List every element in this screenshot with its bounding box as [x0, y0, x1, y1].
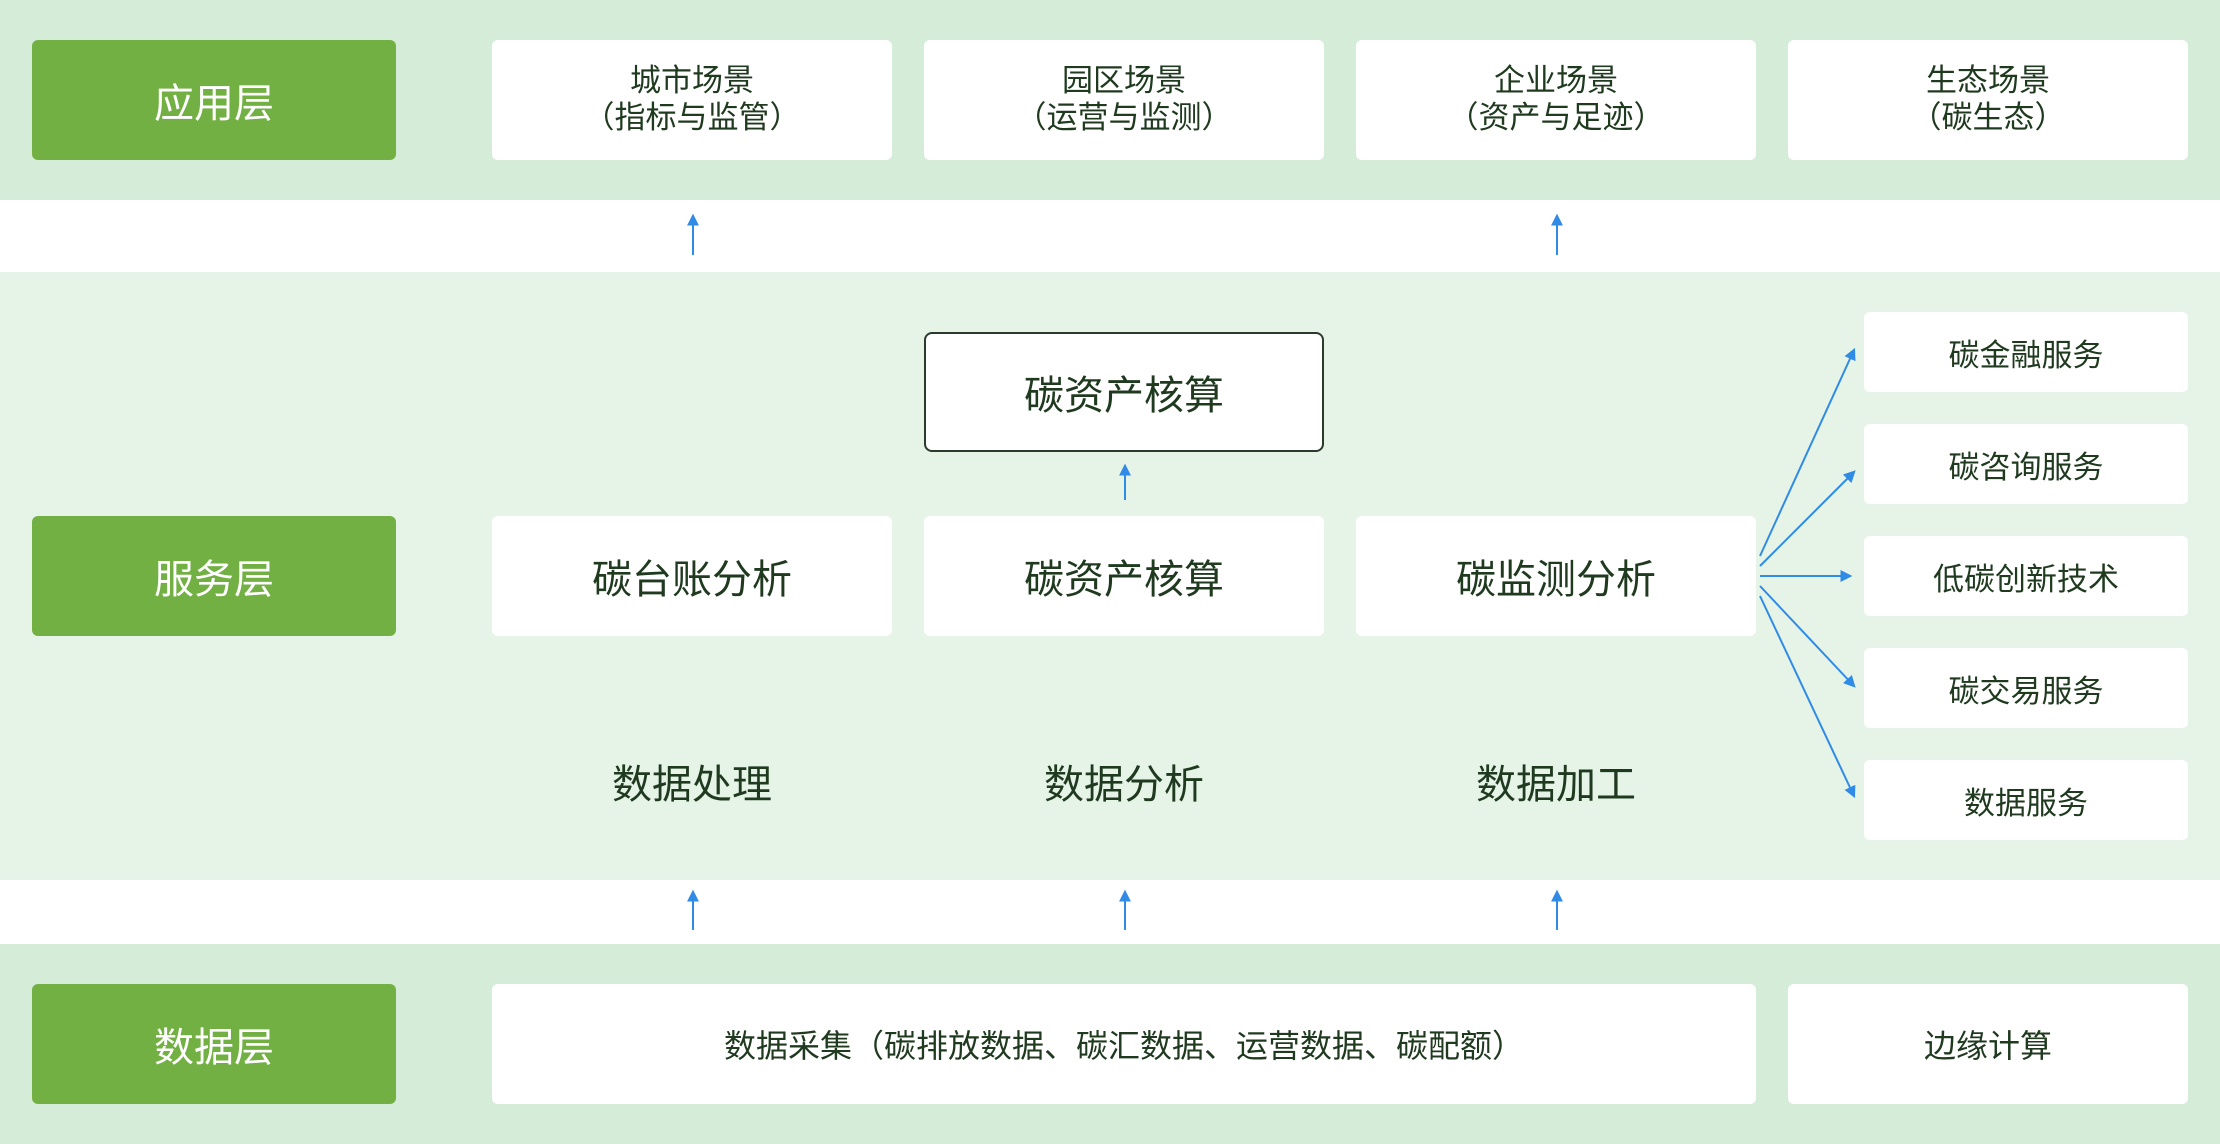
carbon-consulting-service-box: 碳咨询服务 [1864, 424, 2188, 504]
park-scenario-subtitle: （运营与监测） [1015, 100, 1233, 136]
city-scenario-box: 城市场景 （指标与监管） [492, 40, 892, 160]
enterprise-scenario-subtitle: （资产与足迹） [1447, 100, 1665, 136]
park-scenario-box: 园区场景 （运营与监测） [924, 40, 1324, 160]
data-layer-label: 数据层 [32, 984, 396, 1104]
application-layer-label: 应用层 [32, 40, 396, 160]
carbon-asset-accounting-box: 碳资产核算 [924, 516, 1324, 636]
city-scenario-subtitle: （指标与监管） [583, 100, 801, 136]
carbon-trading-service-box: 碳交易服务 [1864, 648, 2188, 728]
data-service-box: 数据服务 [1864, 760, 2188, 840]
ecology-scenario-title: 生态场景 [1926, 62, 2050, 99]
data-refinement-label: 数据加工 [1476, 762, 1636, 808]
edge-computing-box: 边缘计算 [1788, 984, 2188, 1104]
service-layer-label: 服务层 [32, 516, 396, 636]
ecology-scenario-subtitle: （碳生态） [1910, 100, 2066, 136]
city-scenario-title: 城市场景 [630, 62, 754, 99]
data-processing-label: 数据处理 [612, 762, 772, 808]
carbon-asset-accounting-top-box: 碳资产核算 [924, 332, 1324, 452]
low-carbon-innovation-box: 低碳创新技术 [1864, 536, 2188, 616]
park-scenario-title: 园区场景 [1062, 62, 1186, 99]
carbon-finance-service-box: 碳金融服务 [1864, 312, 2188, 392]
data-collection-box: 数据采集（碳排放数据、碳汇数据、运营数据、碳配额） [492, 984, 1756, 1104]
enterprise-scenario-box: 企业场景 （资产与足迹） [1356, 40, 1756, 160]
enterprise-scenario-title: 企业场景 [1494, 62, 1618, 99]
data-analysis-label: 数据分析 [1044, 762, 1204, 808]
carbon-monitoring-analysis-box: 碳监测分析 [1356, 516, 1756, 636]
ecology-scenario-box: 生态场景 （碳生态） [1788, 40, 2188, 160]
carbon-ledger-analysis-box: 碳台账分析 [492, 516, 892, 636]
